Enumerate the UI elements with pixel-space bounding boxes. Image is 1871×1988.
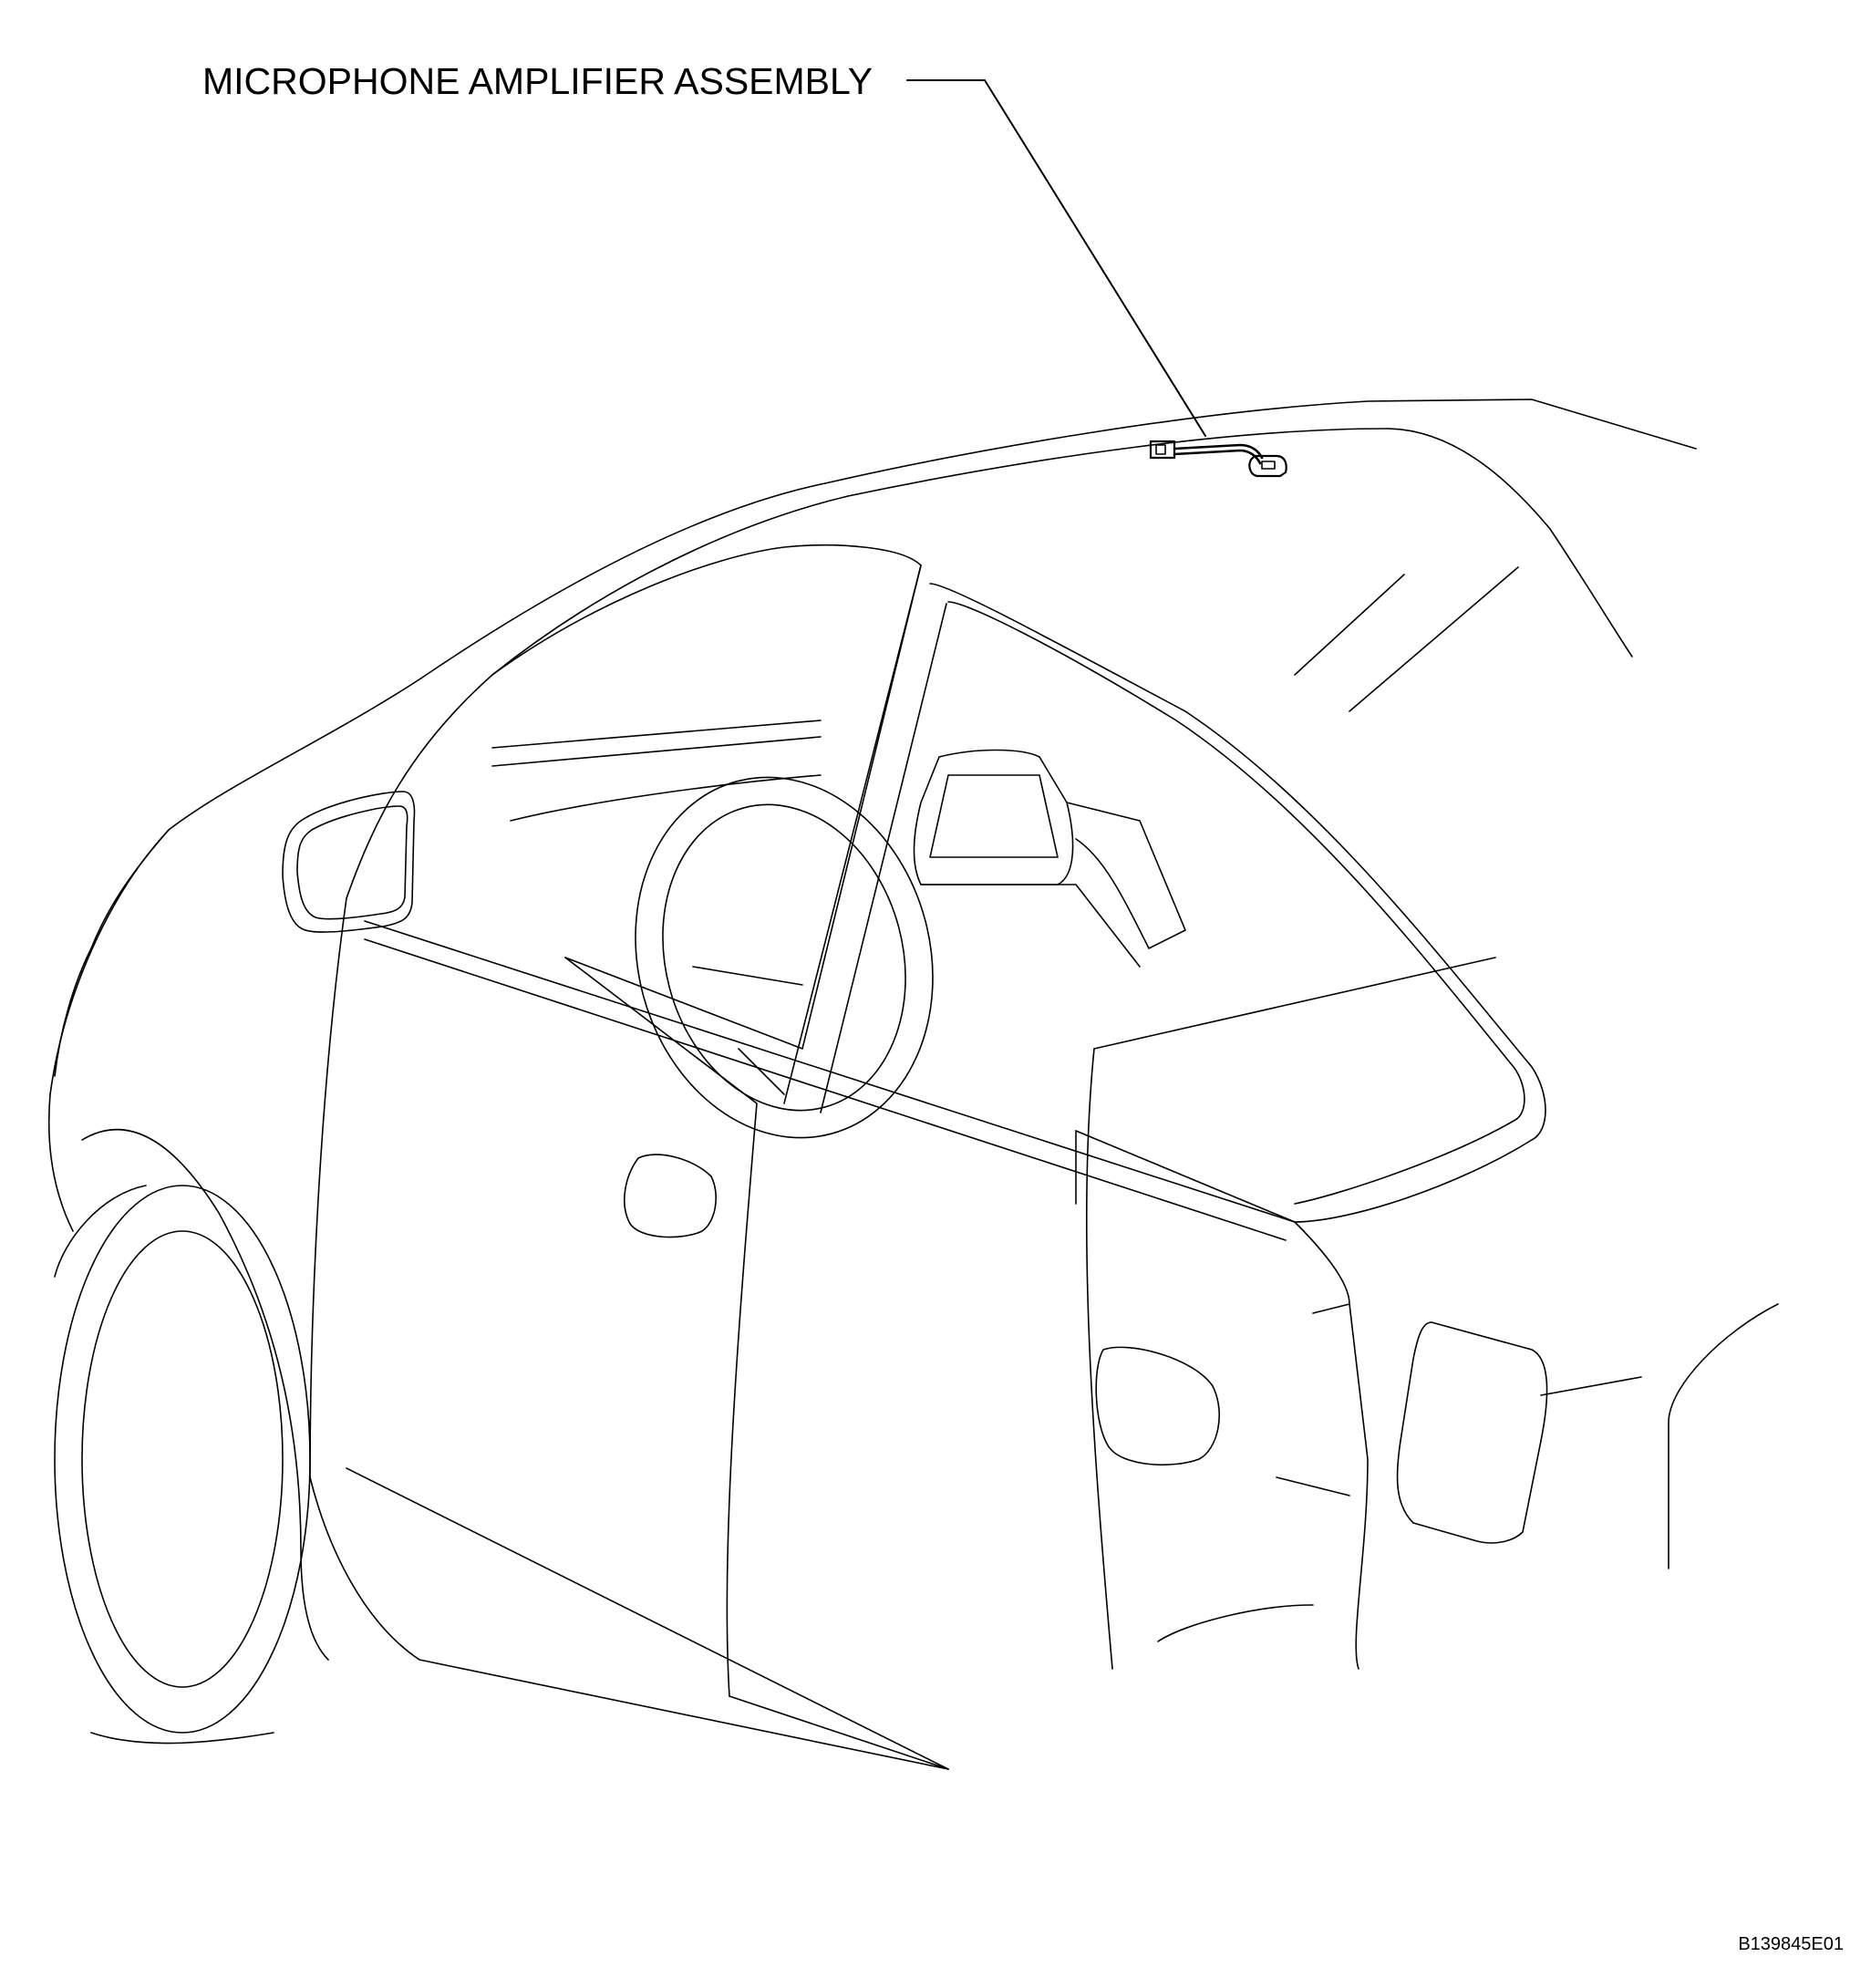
roof-outline [824, 399, 1697, 712]
microphone-amplifier-assembly [1149, 440, 1287, 478]
body-outline [47, 482, 849, 1232]
front-wheel [54, 1128, 329, 1745]
rear-door [1085, 1048, 1369, 1670]
callout-leader [906, 79, 1206, 437]
door-window-frame [491, 544, 1546, 1223]
fuel-door [1396, 1303, 1779, 1569]
side-mirror [282, 791, 416, 933]
interior-dashboard [491, 720, 1496, 1205]
belt-line [364, 920, 1350, 1314]
door-handles [624, 1154, 1220, 1466]
front-door-lower [309, 897, 949, 1770]
steering-wheel [635, 776, 934, 1139]
callout-label: MICROPHONE AMPLIFIER ASSEMBLY [202, 60, 873, 102]
figure-code: B139845E01 [1738, 1934, 1844, 1954]
